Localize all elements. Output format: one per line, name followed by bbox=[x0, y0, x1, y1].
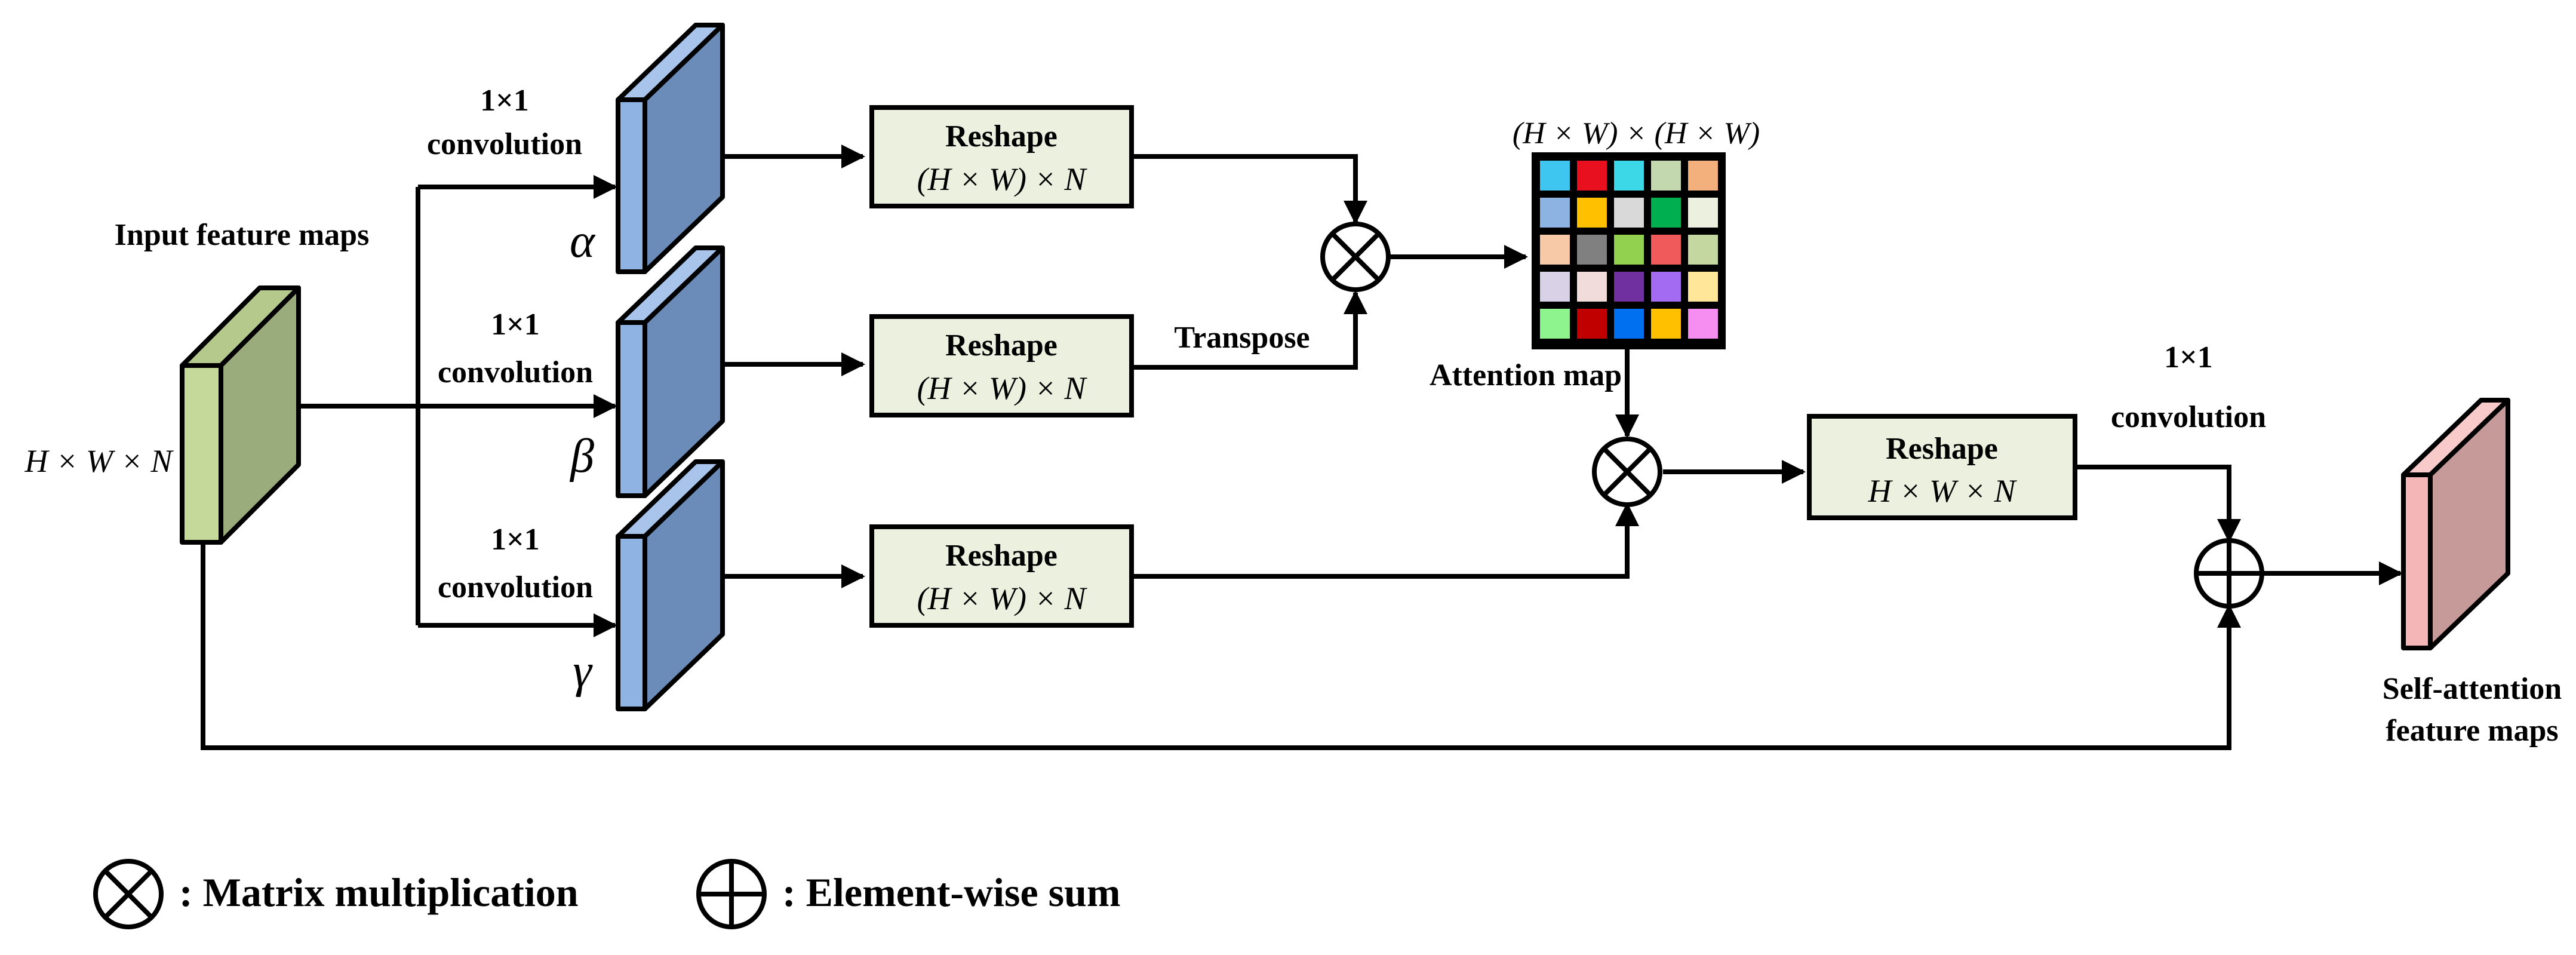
legend-multiply-label: : Matrix multiplication bbox=[179, 870, 579, 915]
conv-label-gamma-line2: convolution bbox=[438, 570, 593, 604]
reshape-beta-to-mult1-arrow bbox=[1132, 290, 1367, 370]
conv-block-alpha bbox=[616, 23, 725, 274]
output-label-line2: feature maps bbox=[2386, 714, 2558, 748]
attention-cell-r1-c5 bbox=[1688, 161, 1718, 191]
attention-cell-r2-c4 bbox=[1651, 198, 1681, 228]
attention-cell-r2-c3 bbox=[1614, 198, 1644, 228]
attention-cell-r4-c5 bbox=[1688, 272, 1718, 302]
attention-cell-r5-c4 bbox=[1651, 309, 1681, 339]
residual-skip-arrow bbox=[201, 543, 2241, 750]
attention-cell-r1-c2 bbox=[1577, 161, 1607, 191]
input-block-front bbox=[180, 363, 223, 545]
matrix-multiply-operator-2 bbox=[1592, 437, 1662, 507]
reshape-box-gamma bbox=[869, 524, 1134, 628]
final-conv-line1: 1×1 bbox=[2164, 340, 2213, 374]
attention-cell-r3-c2 bbox=[1577, 235, 1607, 265]
reshape-beta-title: Reshape bbox=[945, 328, 1058, 363]
attention-cell-r2-c5 bbox=[1688, 198, 1718, 228]
reshape-box-beta bbox=[869, 314, 1134, 417]
conv-block-gamma bbox=[616, 459, 725, 711]
reshape-alpha-dims: (H × W) × N bbox=[917, 161, 1088, 197]
reshape-alpha-to-mult1-arrow bbox=[1132, 154, 1367, 225]
transpose-label: Transpose bbox=[1174, 321, 1309, 355]
attention-cell-r1-c3 bbox=[1614, 161, 1644, 191]
attention-cell-r4-c2 bbox=[1577, 272, 1607, 302]
reshape-alpha-title: Reshape bbox=[945, 119, 1058, 153]
attention-map-cells bbox=[1540, 161, 1718, 339]
attention-cell-r1-c1 bbox=[1540, 161, 1570, 191]
output-block-front bbox=[2401, 472, 2433, 650]
legend-sum-label: : Element-wise sum bbox=[782, 870, 1121, 915]
legend-sum-icon bbox=[696, 859, 767, 929]
symbol-alpha: α bbox=[570, 215, 596, 268]
legend: : Matrix multiplication : Element-wise s… bbox=[93, 859, 1121, 929]
input-dims: H × W × N bbox=[24, 443, 174, 479]
symbol-gamma: γ bbox=[573, 645, 593, 698]
attention-cell-r5-c3 bbox=[1614, 309, 1644, 339]
attention-cell-r5-c2 bbox=[1577, 309, 1607, 339]
attention-cell-r3-c1 bbox=[1540, 235, 1570, 265]
legend-multiply-icon bbox=[93, 859, 164, 929]
input-feature-map bbox=[180, 285, 301, 545]
attention-cell-r4-c1 bbox=[1540, 272, 1570, 302]
reshape-gamma-title: Reshape bbox=[945, 539, 1058, 573]
attention-map bbox=[1532, 152, 1726, 349]
attention-cell-r5-c1 bbox=[1540, 309, 1570, 339]
attention-cell-r3-c5 bbox=[1688, 235, 1718, 265]
attention-cell-r2-c2 bbox=[1577, 198, 1607, 228]
reshape-gamma-to-mult2-arrow bbox=[1132, 502, 1639, 579]
reshape-box-alpha bbox=[869, 105, 1134, 208]
matrix-multiply-operator-1 bbox=[1320, 222, 1391, 292]
final-reshape-title: Reshape bbox=[1886, 432, 1998, 466]
attention-label: Attention map bbox=[1430, 358, 1622, 392]
conv-label-alpha-line1: 1×1 bbox=[480, 84, 529, 118]
reshape-gamma-dims: (H × W) × N bbox=[917, 581, 1088, 616]
symbol-beta: β bbox=[569, 430, 594, 483]
conv-label-gamma-line1: 1×1 bbox=[491, 523, 540, 557]
output-feature-map bbox=[2401, 398, 2510, 650]
attention-cell-r4-c4 bbox=[1651, 272, 1681, 302]
output-label-line1: Self-attention bbox=[2383, 672, 2562, 706]
element-wise-sum-operator bbox=[2194, 538, 2264, 609]
final-conv-line2: convolution bbox=[2111, 400, 2266, 434]
conv-block-beta bbox=[616, 245, 725, 498]
connectors bbox=[201, 145, 2403, 750]
input-label: Input feature maps bbox=[115, 218, 370, 252]
conv-label-alpha-line2: convolution bbox=[427, 127, 582, 161]
attention-cell-r3-c3 bbox=[1614, 235, 1644, 265]
attention-cell-r2-c1 bbox=[1540, 198, 1570, 228]
reshape-to-sum-arrow bbox=[2075, 465, 2241, 543]
final-reshape-dims: H × W × N bbox=[1868, 473, 2018, 509]
attention-cell-r3-c4 bbox=[1651, 235, 1681, 265]
attention-cell-r5-c5 bbox=[1688, 309, 1718, 339]
reshape-beta-dims: (H × W) × N bbox=[917, 370, 1088, 406]
attention-dims: (H × W) × (H × W) bbox=[1513, 116, 1760, 151]
reshape-box-final bbox=[1807, 414, 2077, 520]
attention-cell-r1-c4 bbox=[1651, 161, 1681, 191]
attention-cell-r4-c3 bbox=[1614, 272, 1644, 302]
conv-label-beta-line1: 1×1 bbox=[491, 308, 540, 342]
conv-label-beta-line2: convolution bbox=[438, 355, 593, 389]
